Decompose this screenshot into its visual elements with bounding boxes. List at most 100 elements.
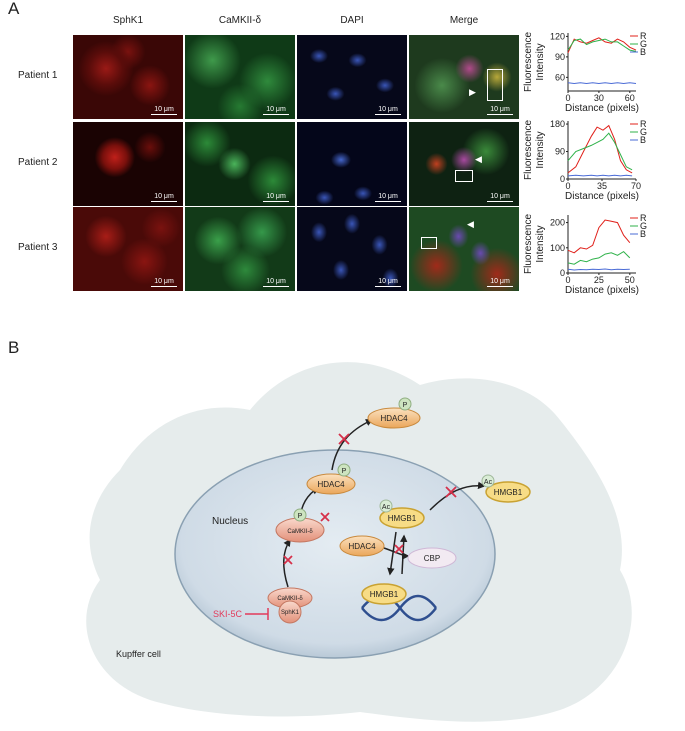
- micrograph-camkii-patient-1: 10 μm: [185, 35, 295, 119]
- column-header-camkii: CaMKII-δ: [218, 15, 262, 26]
- y-tick-label: 90: [555, 52, 565, 62]
- legend-label: G: [640, 39, 647, 49]
- legend-label: R: [640, 31, 647, 41]
- x-axis-label: Distance (pixels): [565, 103, 639, 114]
- x-tick-label: 25: [594, 275, 604, 285]
- p-label: P: [403, 402, 408, 409]
- arrow-sphk1-to-camkii: [283, 538, 291, 588]
- panel-b-letter: B: [8, 338, 20, 357]
- legend-label: R: [640, 119, 647, 129]
- micrograph-merge-patient-3: ◀ 10 μm: [409, 207, 519, 291]
- legend-label: G: [640, 221, 647, 231]
- roi-box: [487, 69, 503, 101]
- hdac4-cytoplasm-label: HDAC4: [380, 414, 408, 423]
- series-line-b: [567, 82, 637, 85]
- hmgb1-acetyl-node: [379, 499, 425, 529]
- x-tick-label: 0: [565, 181, 570, 191]
- ac-label: Ac: [382, 504, 391, 511]
- hmgb1-dna-node: [361, 583, 407, 605]
- y-tick-label: 180: [550, 119, 565, 129]
- scale-bar: 10 μm: [151, 106, 177, 115]
- scale-bar: 10 μm: [151, 278, 177, 287]
- kupffer-cell-label: Kupffer cell: [116, 649, 161, 659]
- row-label-patient-2: Patient 2: [18, 157, 58, 168]
- scale-bar: 10 μm: [375, 278, 401, 287]
- y-tick-label: 200: [550, 218, 565, 228]
- p-label: P: [298, 513, 303, 520]
- roi-box: [455, 170, 473, 182]
- kupffer-cell-diagram: HDAC4 P HDAC4 P CaMKII-δ P CaMKII-δ SphK…: [86, 362, 632, 722]
- y-tick-label: 0: [560, 268, 565, 278]
- legend-label: B: [640, 229, 646, 239]
- scale-bar: 10 μm: [487, 278, 513, 287]
- column-header-dapi: DAPI: [340, 15, 364, 26]
- hmgb1-cytoplasm-node: [481, 474, 531, 503]
- arrowhead-marker: ▶: [469, 87, 476, 97]
- hdac4-nucleus-label: HDAC4: [348, 542, 376, 551]
- micrograph-camkii-patient-2: 10 μm: [185, 122, 295, 206]
- micrograph-dapi-patient-2: 10 μm: [297, 122, 407, 206]
- arrow-hdac4-to-cbp: [383, 547, 410, 560]
- y-axis-label: Intensity: [535, 225, 546, 262]
- legend-label: B: [640, 135, 646, 145]
- roi-box: [421, 237, 437, 249]
- hdac4-phospho-node: [306, 463, 356, 495]
- scale-bar: 10 μm: [151, 193, 177, 202]
- camkii-sphk1-complex-node: [267, 587, 313, 624]
- hdac4-phospho-label: HDAC4: [317, 480, 345, 489]
- micrograph-sphk1-patient-1: 10 μm: [73, 35, 183, 119]
- cbp-label: CBP: [424, 554, 440, 563]
- scale-bar: 10 μm: [375, 106, 401, 115]
- micrograph-sphk1-patient-2: 10 μm: [73, 122, 183, 206]
- micrograph-dapi-patient-3: 10 μm: [297, 207, 407, 291]
- cbp-node: [407, 547, 457, 569]
- y-tick-label: 120: [550, 31, 565, 41]
- y-axis-label: Intensity: [535, 131, 546, 168]
- scale-bar: 10 μm: [263, 106, 289, 115]
- micrograph-sphk1-patient-3: 10 μm: [73, 207, 183, 291]
- arrowhead-marker: ◀: [467, 219, 474, 229]
- x-tick-label: 30: [594, 93, 604, 103]
- micrograph-camkii-patient-3: 10 μm: [185, 207, 295, 291]
- y-tick-label: 90: [555, 147, 565, 157]
- sphk1-complex-label: SphK1: [281, 610, 300, 616]
- x-tick-label: 35: [597, 181, 607, 191]
- arrowhead-marker: ◀: [475, 154, 482, 164]
- block-marks: [283, 433, 457, 565]
- camkii-complex-label: CaMKII-δ: [277, 596, 303, 602]
- hdac4-cytoplasm-node: [367, 397, 421, 429]
- nucleus-label: Nucleus: [212, 516, 248, 527]
- x-axis-label: Distance (pixels): [565, 285, 639, 296]
- y-tick-label: 60: [555, 72, 565, 82]
- row-label-patient-1: Patient 1: [18, 70, 58, 81]
- camkii-phospho-node: [275, 508, 325, 543]
- scale-bar: 10 μm: [263, 193, 289, 202]
- hdac4-nucleus-node: [339, 535, 385, 557]
- y-axis-label: Fluorescence: [523, 214, 534, 274]
- y-axis-label: Intensity: [535, 43, 546, 80]
- series-line-g: [567, 250, 631, 265]
- x-tick-label: 0: [565, 275, 570, 285]
- x-axis-label: Distance (pixels): [565, 191, 639, 202]
- series-line-b: [567, 268, 630, 271]
- inhibitor-label: SKI-5C: [213, 609, 243, 619]
- series-line-r: [567, 124, 633, 174]
- micrograph-merge-patient-1: ▶ 10 μm: [409, 35, 519, 119]
- hmgb1-cytoplasm-label: HMGB1: [494, 488, 523, 497]
- x-tick-label: 70: [631, 181, 641, 191]
- x-tick-label: 0: [565, 93, 570, 103]
- p-label: P: [342, 468, 347, 475]
- panel-a-letter: A: [8, 0, 20, 18]
- x-tick-label: 60: [625, 93, 635, 103]
- series-line-g: [567, 132, 633, 171]
- arrow-hmgb1-export: [429, 481, 486, 511]
- y-tick-label: 100: [550, 243, 565, 253]
- nucleus: [174, 449, 496, 659]
- arrow-hmgb1-down: [387, 531, 397, 576]
- legend-label: R: [640, 213, 647, 223]
- row-label-patient-3: Patient 3: [18, 242, 58, 253]
- scale-bar: 10 μm: [263, 278, 289, 287]
- y-tick-label: 0: [560, 174, 565, 184]
